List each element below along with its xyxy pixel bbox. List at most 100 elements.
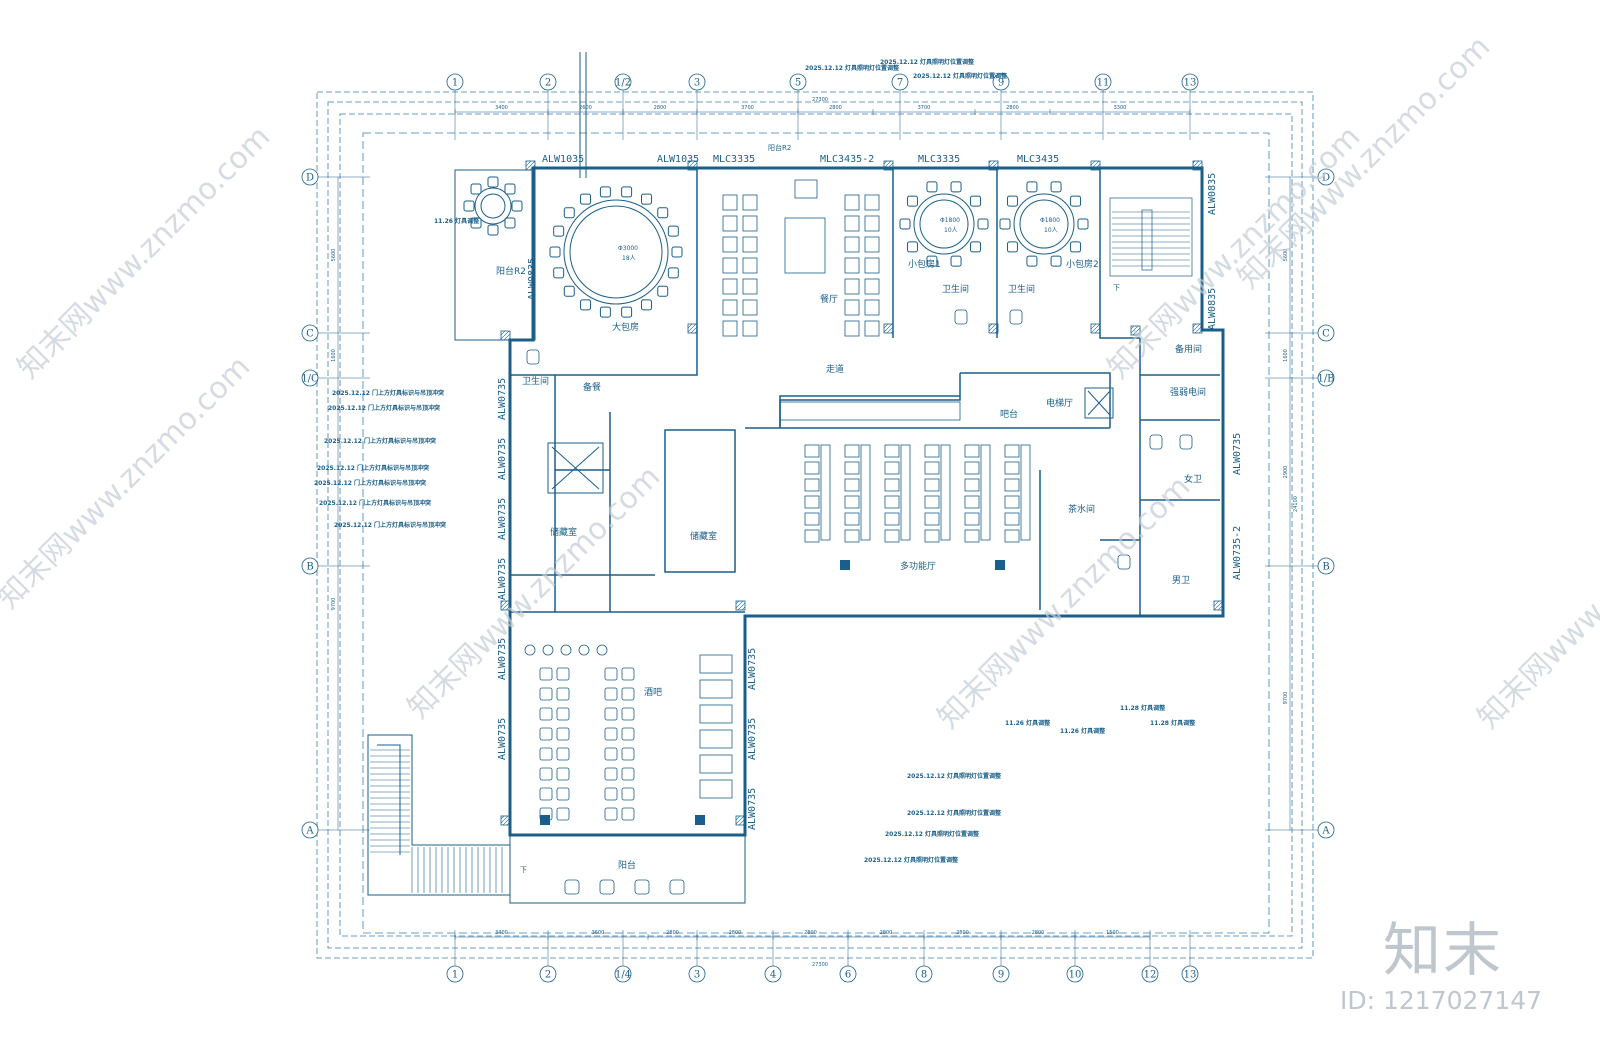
classroom-chair [804,444,820,458]
chair [1077,218,1089,230]
classroom-chair [924,512,940,526]
booth-seat [742,257,758,274]
column [695,815,705,825]
pub-chair [604,787,618,801]
booth-seat [844,320,860,337]
grid-bubble [301,557,319,575]
dim-value: 3700 [918,105,931,111]
note: 2025.12.12 门上方灯具标识与吊顶冲突 [332,389,444,397]
window-tags-left: ALW0735ALW0735ALW0735ALW0735ALW0735ALW07… [497,378,508,760]
classroom-chair [844,529,860,543]
grid-label: D [1322,173,1330,184]
grid-label: 1 [452,78,458,89]
furniture [524,179,1193,895]
sofa [699,654,733,674]
classroom-chair [1004,529,1020,543]
classroom-desk [860,444,871,541]
grid-bubble [301,821,319,839]
grid-bubble [1317,821,1335,839]
booth-seat [864,299,880,316]
toilet [1117,554,1131,570]
dim-value: 2800 [1032,930,1045,936]
chair [977,218,989,230]
classroom-chair [844,512,860,526]
dim-value: 3700 [741,105,754,111]
column [1213,600,1224,611]
sofa [699,679,733,699]
grid-label: A [1321,826,1330,837]
toilet [1179,434,1193,450]
column [735,600,746,611]
round-table [913,193,975,255]
room-wc2: 卫生间 [1008,283,1035,295]
room-male-wc: 男卫 [1172,575,1190,586]
room-small-private1: 小包房1 [908,258,941,270]
watermark: 知末网www.znzmo.com [0,349,257,615]
classroom-chair [844,478,860,492]
dim-value: 2800 [1006,105,1019,111]
table-capacity: 18人 [622,255,636,262]
room-pantry: 备餐 [583,381,601,393]
chair [504,217,516,229]
dim-value: 2800 [654,105,667,111]
room-storage-left: 储藏室 [550,526,577,538]
grid-label: C [306,329,314,340]
pub-chair [621,767,635,781]
classroom-chair [884,529,900,543]
pub-chair [556,707,570,721]
window-tag: ALW0735 [497,718,508,760]
lounge-chair [564,879,580,895]
round-table-inner [569,205,663,299]
window-tag: ALW0735-2 [1232,526,1243,580]
dim-value: 2800 [729,930,742,936]
pub-chair [539,667,553,681]
window-tag: MLC3435 [1017,154,1059,165]
chair [1070,195,1082,207]
grid-label: 1/C [301,374,319,385]
room-elevator-hall: 电梯厅 [1046,397,1073,409]
room-weak-elec: 强弱电间 [1170,386,1206,398]
booth-seat [722,236,738,253]
pub-chair [556,787,570,801]
booth-seat [864,236,880,253]
dim-total: 24100 [1293,496,1299,512]
grid-label: 1/2 [615,78,631,89]
room-wc-left: 卫生间 [522,375,549,387]
chair [563,285,575,297]
grid-bubble [1094,73,1112,91]
window-tag: ALW0735 [747,718,758,760]
grid-bubble [614,965,632,983]
pub-chair [539,807,553,821]
classroom-chair [964,461,980,475]
pub-chair [556,727,570,741]
booth-seat [844,215,860,232]
classroom-chair [804,529,820,543]
dim-value: 1600 [1283,349,1289,362]
classroom-chair [804,495,820,509]
column [1192,323,1203,334]
pub-chair [621,667,635,681]
grid-bubble [915,965,933,983]
grid-bubble [446,965,464,983]
grid-bubble [301,369,319,387]
window-tag: ALW0835 [1207,173,1218,215]
grid-bubble [992,965,1010,983]
grid-label: 13 [1184,78,1197,89]
sofa [699,779,733,799]
stair-down: 下 [1113,284,1120,292]
room-tea: 茶水间 [1068,503,1095,515]
chair [487,176,499,188]
grid-bubble [1317,557,1335,575]
classroom-chair [1004,461,1020,475]
dim-value: 1600 [331,349,337,362]
booth-seat [722,215,738,232]
elevator-shaft [547,387,1114,494]
grid-bubble [1181,965,1199,983]
dim-value: 1500 [1106,930,1119,936]
chair [999,218,1011,230]
grid-label: 2 [545,970,551,981]
toilet [1009,309,1023,325]
classroom-chair [1004,478,1020,492]
